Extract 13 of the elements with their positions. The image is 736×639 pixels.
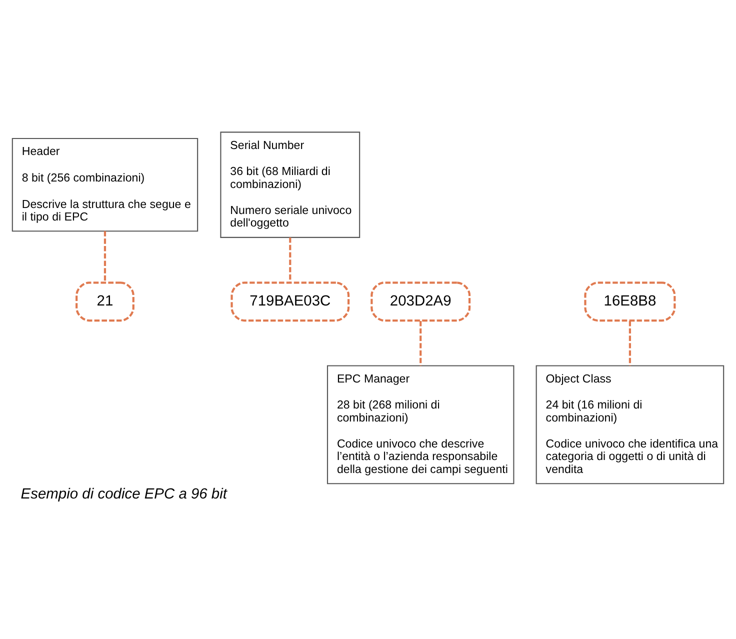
connector <box>289 237 292 282</box>
node-box: 21 <box>76 281 134 322</box>
connector <box>420 320 422 366</box>
node-box: 16E8B8 <box>584 281 676 322</box>
node-box: Header 8 bit (256 combinazioni) Descrive la struttura che segue e il tipo di EPC <box>12 138 198 232</box>
node-box: 719BAE03C <box>230 281 350 322</box>
node-box: Serial Number 36 bit (68 Miliardi di combinazioni) Numero seriale univoco dell'oggetto <box>220 131 360 238</box>
node-box: Object Class 24 bit (16 milioni di combinazioni) Codice univoco che identifica una categoria di oggetti o di unità di vendita <box>536 364 724 484</box>
node-box: EPC Manager 28 bit (268 milioni di combinazioni) Codice univoco che descrive l’entità o l’azienda responsabile della gestione dei campi seguenti <box>326 364 514 484</box>
node-box: 203D2A9 <box>370 281 471 322</box>
caption: Esempio di codice EPC a 96 bit <box>20 486 227 502</box>
connector <box>104 230 106 282</box>
connector <box>628 320 632 366</box>
